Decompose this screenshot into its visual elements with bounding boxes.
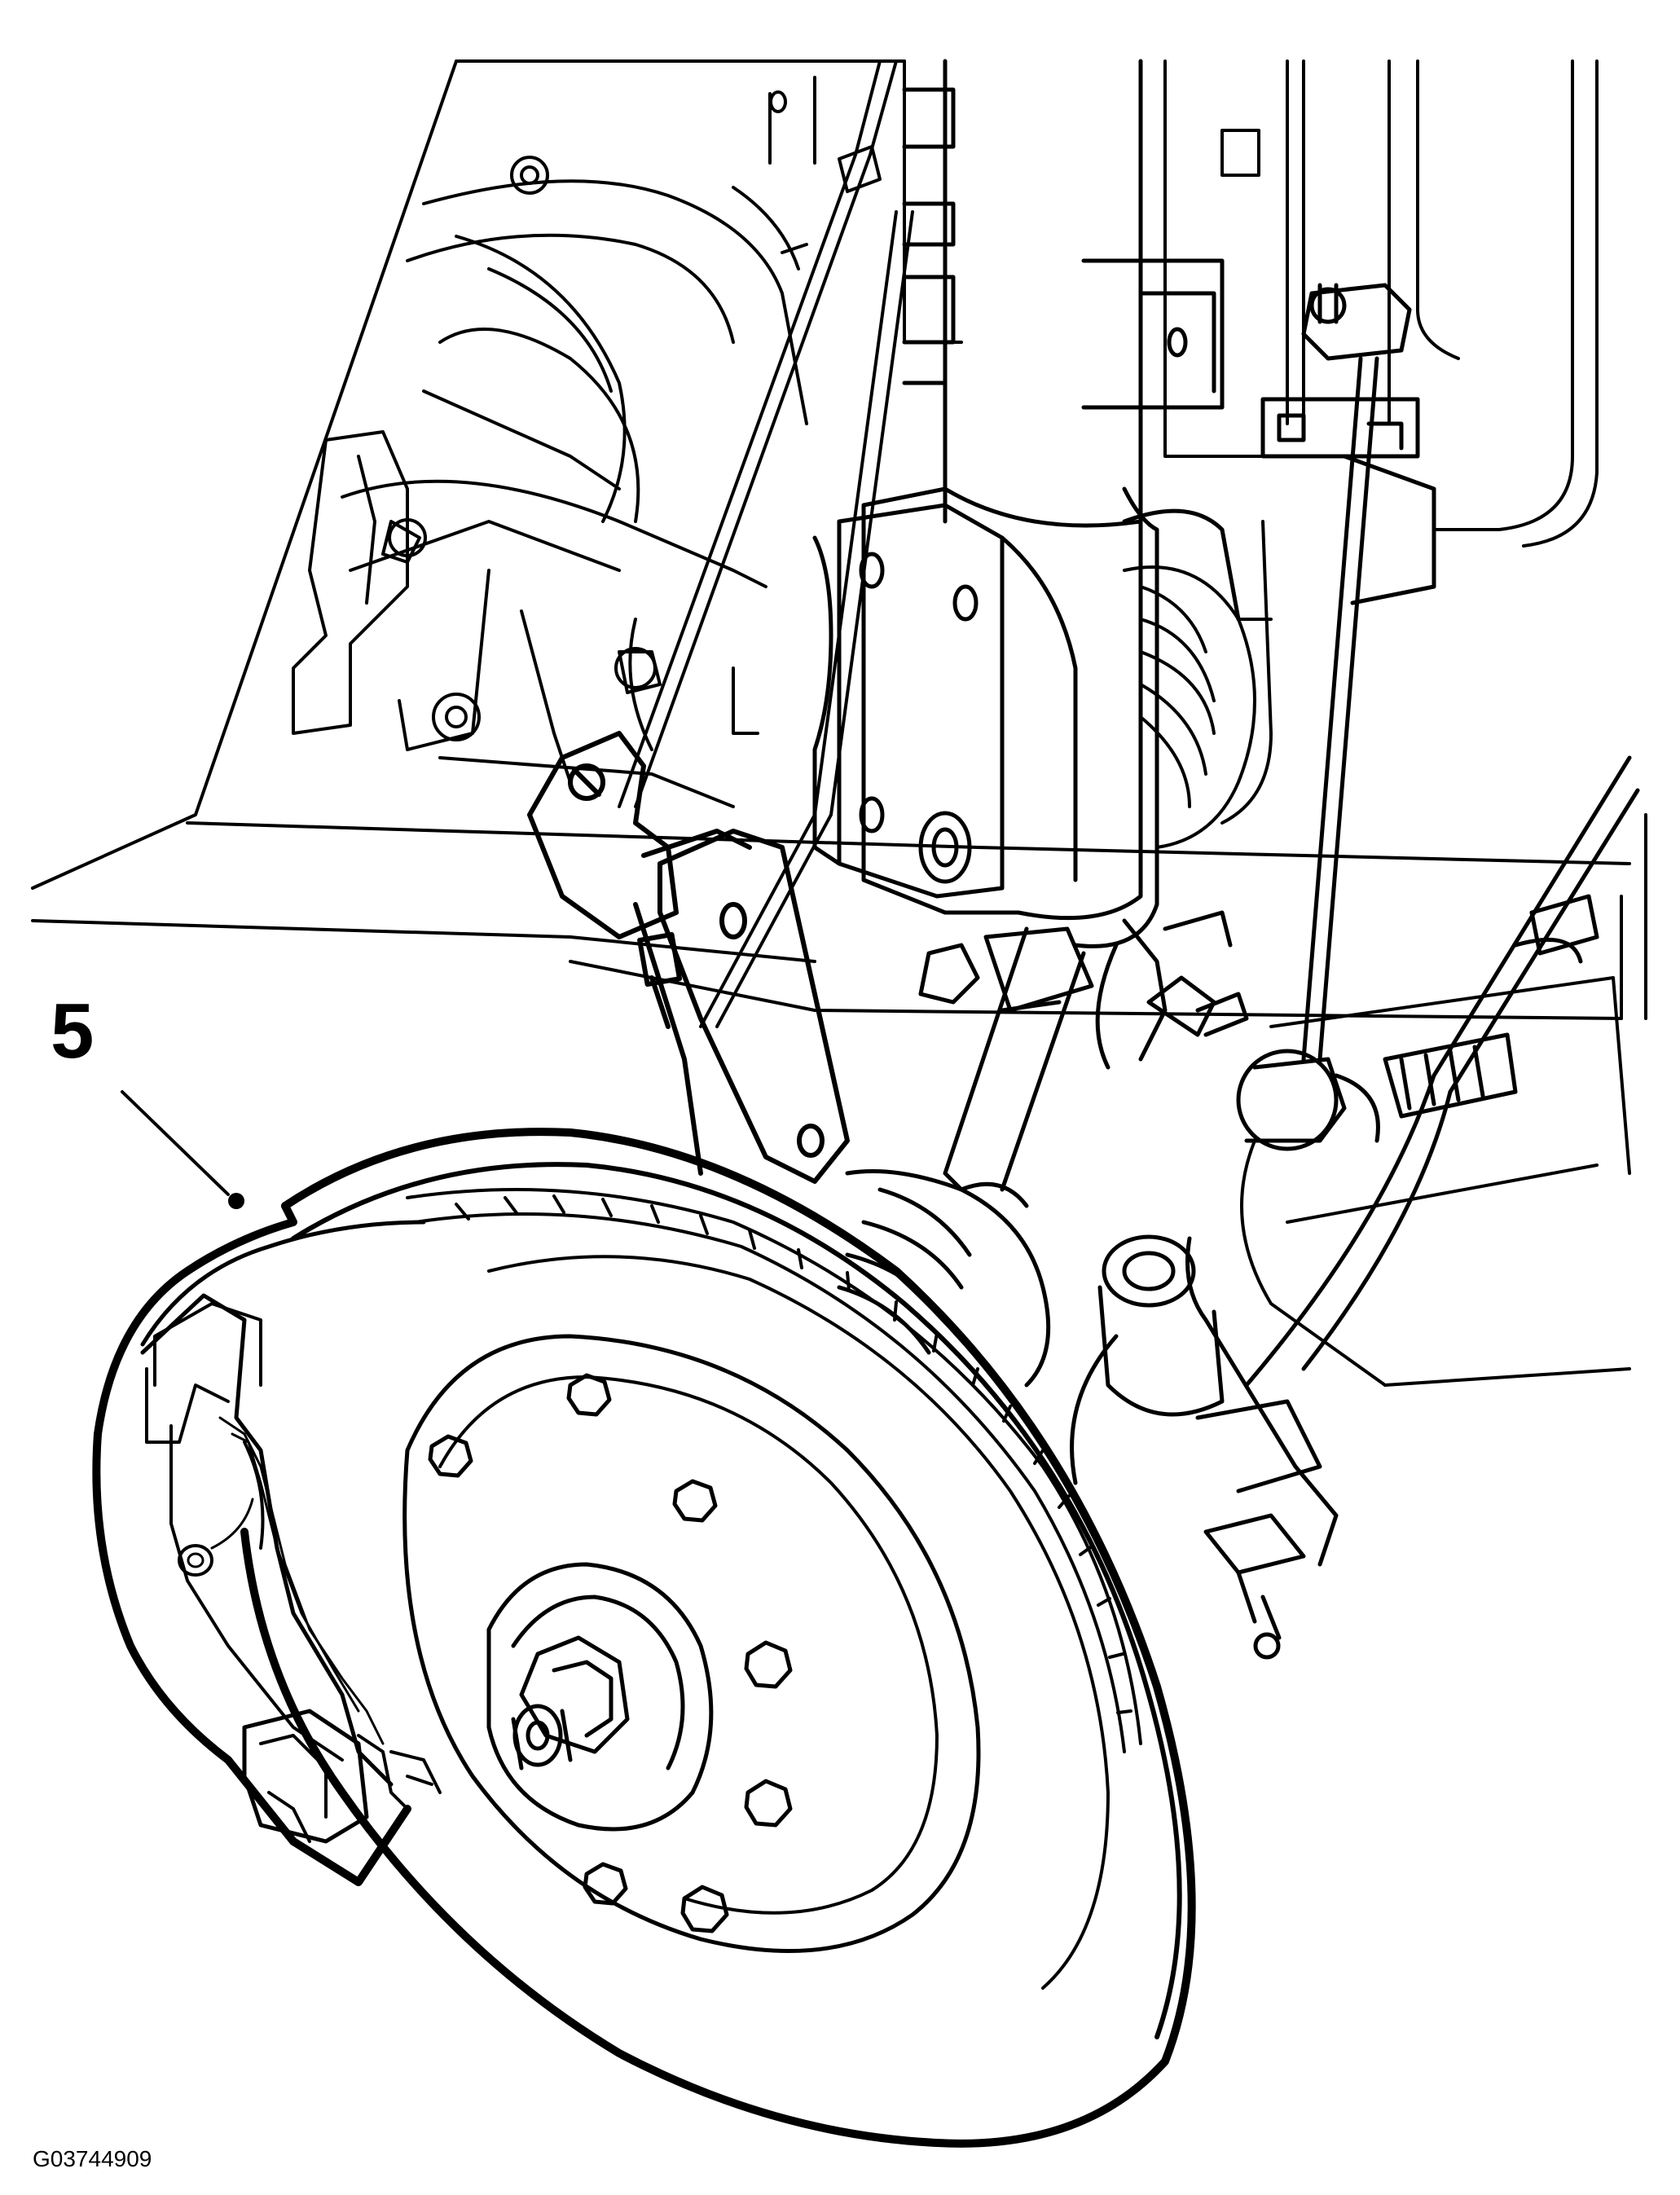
callout-5-leader: [121, 1090, 244, 1209]
leader-dot: [228, 1193, 244, 1209]
brake-cable: [618, 59, 914, 1028]
stabilizer-link: [1236, 283, 1436, 1151]
brake-lever-bracket: [527, 731, 850, 1184]
hub-center: [486, 1562, 714, 1832]
shock-absorber-strut: [812, 59, 1241, 948]
tie-rod-end: [1070, 1234, 1339, 1660]
lower-control-arm: [918, 910, 1249, 1192]
inner-cv-boot: [1123, 520, 1273, 849]
tie-rod: [1244, 755, 1640, 1388]
chassis-background: [31, 59, 1647, 1387]
disc-vent-marks: [455, 1194, 1132, 1714]
brake-caliper: [92, 1202, 442, 1886]
callout-number: 5: [51, 988, 95, 1075]
wheel-bolt-holes: [428, 1373, 793, 1933]
figure-code: G03744909: [33, 2146, 152, 2171]
drive-housing: [292, 156, 808, 808]
brake-disc: [240, 1128, 1196, 2148]
